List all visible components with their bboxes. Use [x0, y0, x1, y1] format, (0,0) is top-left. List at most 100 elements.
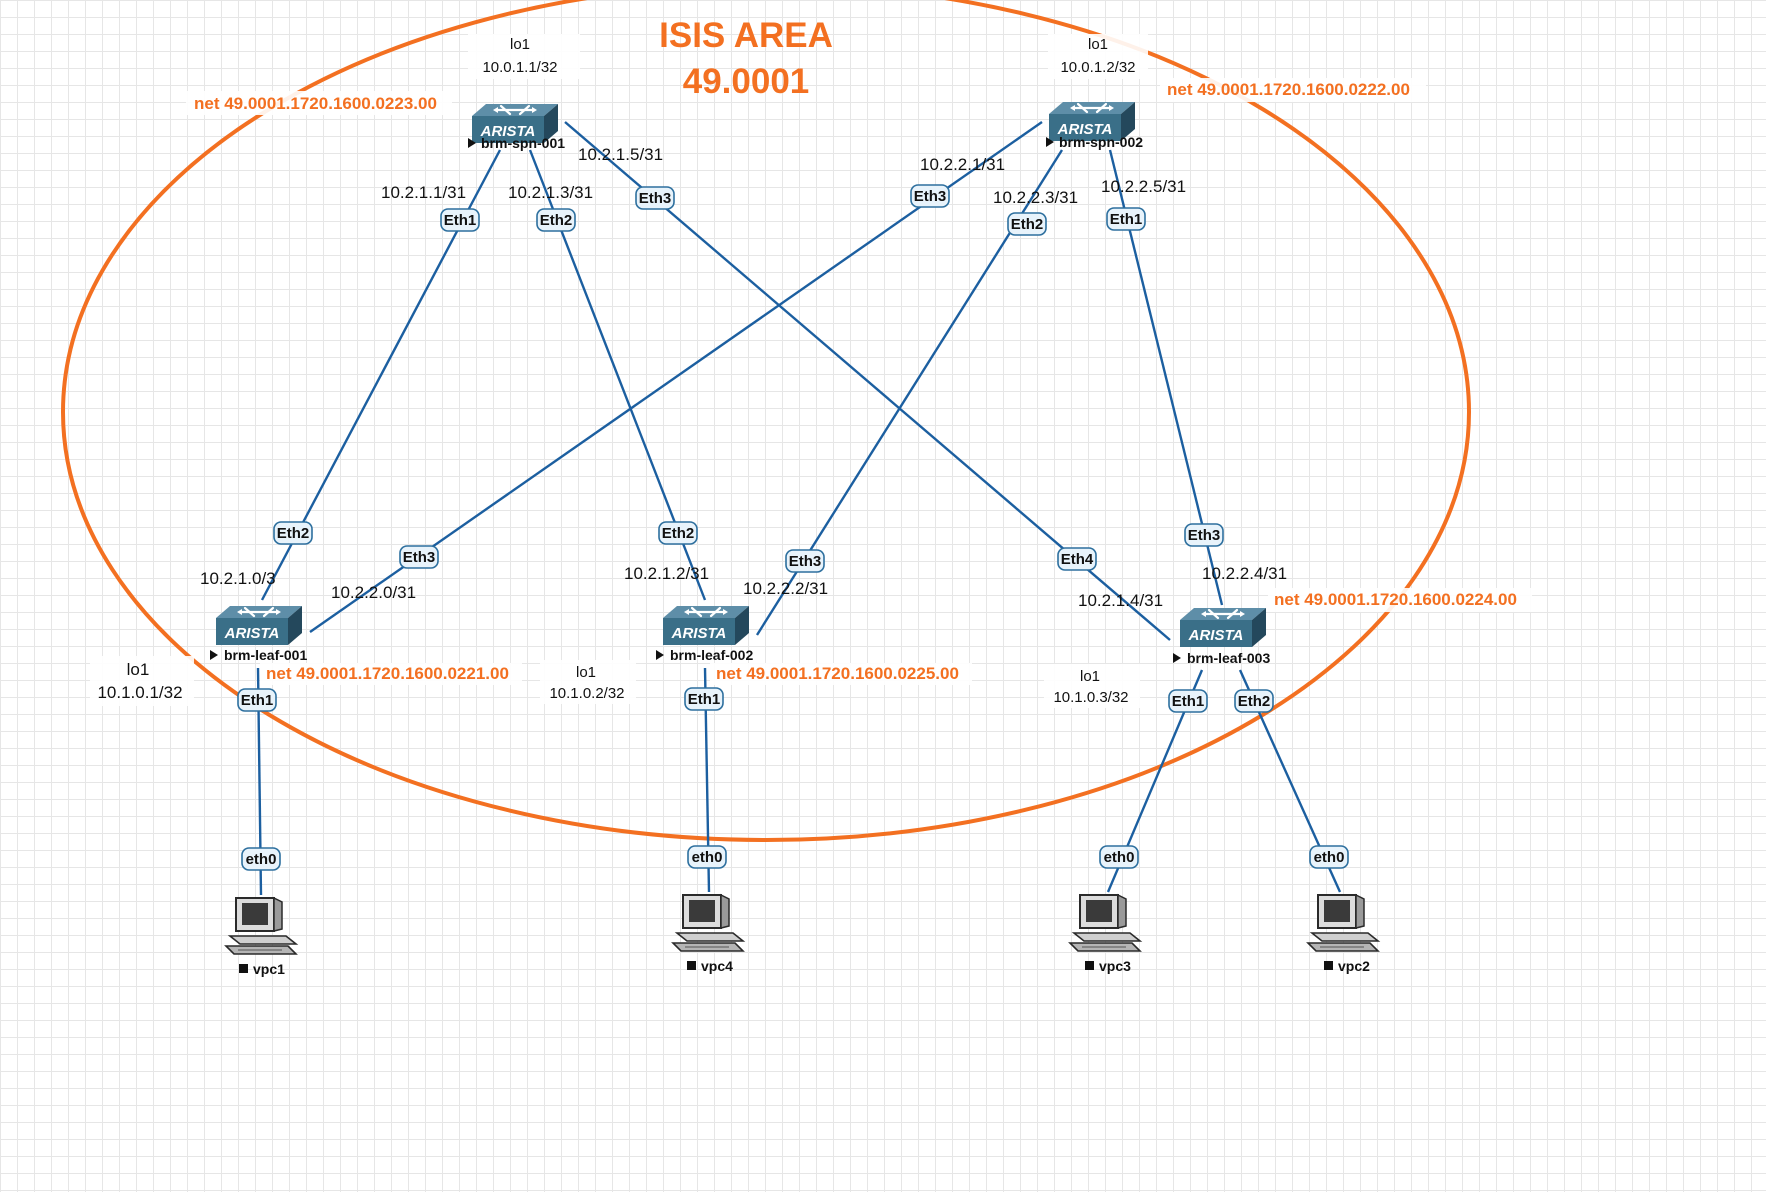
loopback-ip: 10.1.0.1/32: [97, 683, 182, 702]
area-title-line1: ISIS AREA: [659, 16, 833, 55]
port-spn2-eth2[interactable]: Eth2: [1007, 212, 1047, 236]
link-ip-labels: 10.2.1.1/31 10.2.1.0/3 10.2.1.3/31 10.2.…: [200, 145, 1287, 610]
host-vpc4[interactable]: eth0 vpc4: [672, 845, 744, 974]
ip-leaf1-eth2: 10.2.1.0/3: [200, 569, 276, 588]
svg-text:eth0: eth0: [692, 849, 723, 866]
loopback-name: lo1: [576, 664, 596, 681]
loopback-name: lo1: [127, 660, 150, 679]
svg-text:Eth1: Eth1: [688, 691, 721, 708]
svg-text:Eth1: Eth1: [1110, 211, 1143, 228]
computer-icon: [672, 894, 744, 952]
isis-net-label: net 49.0001.1720.1600.0221.00: [266, 664, 509, 683]
port-vpc1-eth0[interactable]: eth0: [241, 847, 281, 871]
isis-net-label: net 49.0001.1720.1600.0223.00: [194, 94, 437, 113]
host-name: vpc4: [701, 958, 733, 974]
arista-switch-icon: [1178, 606, 1268, 649]
loopback-ip: 10.0.1.2/32: [1060, 59, 1135, 76]
ip-spn1-eth3: 10.2.1.5/31: [578, 145, 663, 164]
loopback-ip: 10.1.0.3/32: [1053, 689, 1128, 706]
port-badges: Eth1 Eth2 Eth3 Eth3 Eth2 Eth1 Eth2 Eth3 …: [237, 184, 1274, 713]
ip-leaf2-eth2: 10.2.1.2/31: [624, 564, 709, 583]
play-icon: [468, 138, 476, 148]
ip-leaf3-eth4: 10.2.1.4/31: [1078, 591, 1163, 610]
stop-square-icon: [1085, 961, 1094, 970]
svg-text:Eth3: Eth3: [1188, 527, 1221, 544]
play-icon: [1046, 137, 1054, 147]
switch-name: brm-spn-001: [481, 135, 565, 151]
stop-square-icon: [687, 961, 696, 970]
port-leaf2-eth1[interactable]: Eth1: [684, 687, 724, 711]
play-icon: [1173, 653, 1181, 663]
svg-text:Eth4: Eth4: [1061, 551, 1094, 568]
svg-text:eth0: eth0: [1314, 849, 1345, 866]
ip-spn2-eth2: 10.2.2.3/31: [993, 188, 1078, 207]
switch-brm-leaf-001[interactable]: brm-leaf-001 lo1 10.1.0.1/32 net 49.0001…: [90, 604, 522, 706]
svg-text:Eth2: Eth2: [277, 525, 310, 542]
port-vpc4-eth0[interactable]: eth0: [687, 845, 727, 869]
host-name: vpc1: [253, 961, 285, 977]
port-spn2-eth3[interactable]: Eth3: [910, 184, 950, 208]
isis-area-boundary: [61, 0, 1471, 842]
play-icon: [210, 650, 218, 660]
port-leaf3-eth2[interactable]: Eth2: [1234, 689, 1274, 713]
computer-icon: [225, 897, 297, 955]
links-layer: [256, 121, 1342, 896]
ip-spn2-eth1: 10.2.2.5/31: [1101, 177, 1186, 196]
port-leaf3-eth1[interactable]: Eth1: [1168, 689, 1208, 713]
isis-net-label: net 49.0001.1720.1600.0222.00: [1167, 80, 1410, 99]
switch-brm-leaf-002[interactable]: brm-leaf-002 lo1 10.1.0.2/32 net 49.0001…: [540, 604, 972, 704]
switch-name: brm-spn-002: [1059, 134, 1143, 150]
area-title-line2: 49.0001: [683, 62, 810, 101]
ip-spn1-eth1: 10.2.1.1/31: [381, 183, 466, 202]
arista-switch-icon: [214, 604, 304, 647]
svg-text:Eth3: Eth3: [639, 190, 672, 207]
svg-text:Eth3: Eth3: [914, 188, 947, 205]
switch-brm-spn-002[interactable]: lo1 10.0.1.2/32 brm-spn-002 net 49.0001.…: [1046, 34, 1426, 150]
host-name: vpc3: [1099, 958, 1131, 974]
host-name: vpc2: [1338, 958, 1370, 974]
loopback-name: lo1: [510, 36, 530, 53]
loopback-name: lo1: [1088, 36, 1108, 53]
switch-brm-leaf-003[interactable]: brm-leaf-003 lo1 10.1.0.3/32 net 49.0001…: [1044, 588, 1532, 708]
svg-text:Eth2: Eth2: [1011, 216, 1044, 233]
svg-text:Eth3: Eth3: [789, 553, 822, 570]
ip-leaf1-eth3: 10.2.2.0/31: [331, 583, 416, 602]
switch-brm-spn-001[interactable]: lo1 10.0.1.1/32 brm-spn-001 net 49.0001.…: [186, 34, 580, 151]
ip-leaf2-eth3: 10.2.2.2/31: [743, 579, 828, 598]
computer-icon: [1069, 894, 1141, 952]
arista-switch-icon: [661, 604, 751, 647]
loopback-ip: 10.0.1.1/32: [482, 59, 557, 76]
host-vpc3[interactable]: eth0 vpc3: [1069, 845, 1141, 974]
ip-spn1-eth2: 10.2.1.3/31: [508, 183, 593, 202]
svg-text:eth0: eth0: [1104, 849, 1135, 866]
port-leaf3-eth3[interactable]: Eth3: [1184, 523, 1224, 547]
host-vpc1[interactable]: eth0 vpc1: [225, 847, 297, 977]
svg-text:eth0: eth0: [246, 851, 277, 868]
port-spn1-eth3[interactable]: Eth3: [635, 186, 675, 210]
port-leaf2-eth3[interactable]: Eth3: [785, 549, 825, 573]
port-leaf1-eth1[interactable]: Eth1: [237, 688, 277, 712]
host-vpc2[interactable]: eth0 vpc2: [1307, 845, 1379, 974]
switch-name: brm-leaf-002: [670, 647, 753, 663]
loopback-ip: 10.1.0.2/32: [549, 685, 624, 702]
computer-icon: [1307, 894, 1379, 952]
port-leaf1-eth3[interactable]: Eth3: [399, 545, 439, 569]
port-spn1-eth2[interactable]: Eth2: [536, 208, 576, 232]
port-spn2-eth1[interactable]: Eth1: [1106, 207, 1146, 231]
port-vpc2-eth0[interactable]: eth0: [1309, 845, 1349, 869]
port-vpc3-eth0[interactable]: eth0: [1099, 845, 1139, 869]
isis-net-label: net 49.0001.1720.1600.0224.00: [1274, 590, 1517, 609]
svg-text:Eth2: Eth2: [1238, 693, 1271, 710]
port-leaf2-eth2[interactable]: Eth2: [658, 521, 698, 545]
svg-text:Eth2: Eth2: [540, 212, 573, 229]
port-leaf3-eth4[interactable]: Eth4: [1057, 547, 1097, 571]
port-leaf1-eth2[interactable]: Eth2: [273, 521, 313, 545]
switch-name: brm-leaf-001: [224, 647, 307, 663]
ip-spn2-eth3: 10.2.2.1/31: [920, 155, 1005, 174]
port-spn1-eth1[interactable]: Eth1: [440, 208, 480, 232]
stop-square-icon: [1324, 961, 1333, 970]
ip-leaf3-eth3: 10.2.2.4/31: [1202, 564, 1287, 583]
switch-name: brm-leaf-003: [1187, 650, 1270, 666]
svg-text:Eth3: Eth3: [403, 549, 436, 566]
